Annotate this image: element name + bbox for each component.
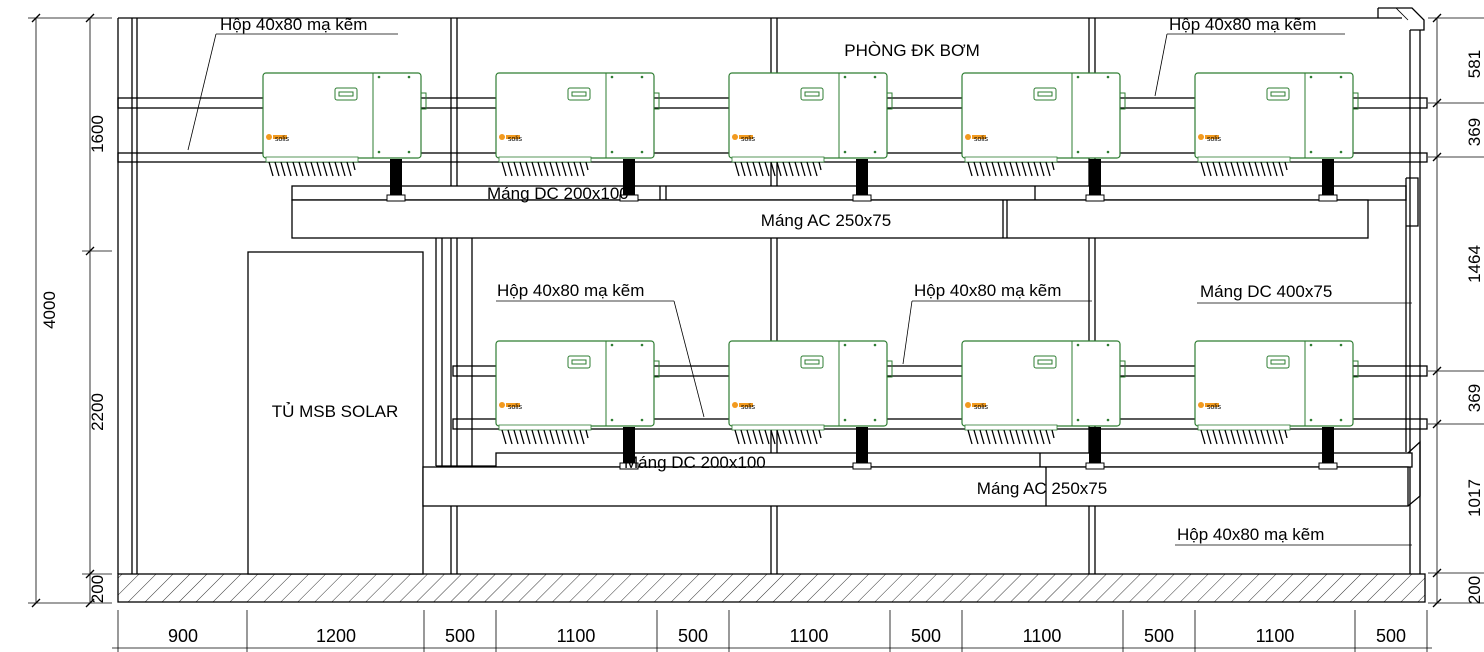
- inverter-unit: solis: [961, 72, 1126, 202]
- svg-text:solis: solis: [1207, 136, 1222, 143]
- label-tray-ac-bottom: Máng AC 250x75: [977, 479, 1107, 498]
- upper-cable-trays: [291, 177, 1419, 452]
- svg-text:solis: solis: [508, 404, 523, 411]
- label-box-top-right: Hộp 40x80 mạ kẽm: [1169, 15, 1316, 34]
- left-dimension-chain: [28, 13, 112, 608]
- inverter-unit: solis: [1194, 72, 1359, 202]
- inverter-row-lower: solis solis solis solis: [495, 340, 1359, 470]
- label-box-mid-center: Hộp 40x80 mạ kẽm: [914, 281, 1061, 300]
- dim-bottom-value: 500: [445, 626, 475, 646]
- svg-text:solis: solis: [741, 404, 756, 411]
- lower-mounting-rails: [452, 365, 1428, 430]
- dim-right-1464: 1464: [1465, 245, 1484, 283]
- svg-text:solis: solis: [508, 136, 523, 143]
- svg-text:solis: solis: [974, 136, 989, 143]
- bottom-dimension-chain: [112, 610, 1432, 652]
- dim-bottom-value: 1100: [557, 626, 596, 646]
- svg-text:solis: solis: [275, 136, 290, 143]
- label-tray-dc-bottom: Máng DC 200x100: [624, 453, 766, 472]
- dim-bottom-value: 1100: [1023, 626, 1062, 646]
- label-box-mid-left: Hộp 40x80 mạ kẽm: [497, 281, 644, 300]
- dim-bottom-value: 500: [911, 626, 941, 646]
- label-box-top-left: Hộp 40x80 mạ kẽm: [220, 15, 367, 34]
- lower-cable-trays: [422, 440, 1421, 507]
- msb-solar-cabinet: [247, 251, 424, 575]
- svg-text:solis: solis: [974, 404, 989, 411]
- dim-bottom-value: 900: [168, 626, 198, 646]
- dim-right-369-lower: 369: [1465, 384, 1484, 412]
- dim-bottom-value: 1100: [790, 626, 829, 646]
- inverter-unit: solis: [728, 340, 893, 470]
- leaders: [187, 33, 1412, 546]
- dim-bottom-value: 500: [1144, 626, 1174, 646]
- svg-text:solis: solis: [741, 136, 756, 143]
- right-dimension-chain: [1428, 13, 1484, 608]
- dim-bottom-value: 1100: [1256, 626, 1295, 646]
- label-tray-dc-400: Máng DC 400x75: [1200, 282, 1332, 301]
- svg-text:solis: solis: [1207, 404, 1222, 411]
- dim-upper-height: 1600: [88, 115, 107, 153]
- dim-right-1017: 1017: [1465, 479, 1484, 517]
- cabinet-label: TỦ MSB SOLAR: [272, 402, 399, 421]
- dim-right-200: 200: [1465, 576, 1484, 604]
- room-label: PHÒNG ĐK BƠM: [844, 41, 979, 60]
- inverter-unit: solis: [1194, 340, 1359, 470]
- inverter-unit: solis: [495, 72, 660, 202]
- dim-total-height: 4000: [40, 291, 59, 329]
- inverter-row-upper: solis solis solis solis solis: [262, 72, 1359, 202]
- dim-right-369-upper: 369: [1465, 118, 1484, 146]
- vertical-riser: [435, 238, 496, 467]
- label-box-bottom-right: Hộp 40x80 mạ kẽm: [1177, 525, 1324, 544]
- dim-bottom-value: 500: [678, 626, 708, 646]
- inverter-unit: solis: [262, 72, 427, 202]
- inverter-unit: solis: [495, 340, 660, 470]
- label-tray-ac-top: Máng AC 250x75: [761, 211, 891, 230]
- inverter-unit: solis: [728, 72, 893, 202]
- floor-slab: [117, 573, 1426, 603]
- inverter-unit: solis: [961, 340, 1126, 470]
- bottom-dimension-values: 900 1200 500 1100 500 1100 500 1100 500 …: [168, 626, 1406, 646]
- label-tray-dc-top: Máng DC 200x100: [487, 184, 629, 203]
- dim-right-581: 581: [1465, 50, 1484, 78]
- dim-base-height: 200: [88, 575, 107, 603]
- dim-bottom-value: 500: [1376, 626, 1406, 646]
- dim-bottom-value: 1200: [316, 626, 356, 646]
- dim-lower-height: 2200: [88, 393, 107, 431]
